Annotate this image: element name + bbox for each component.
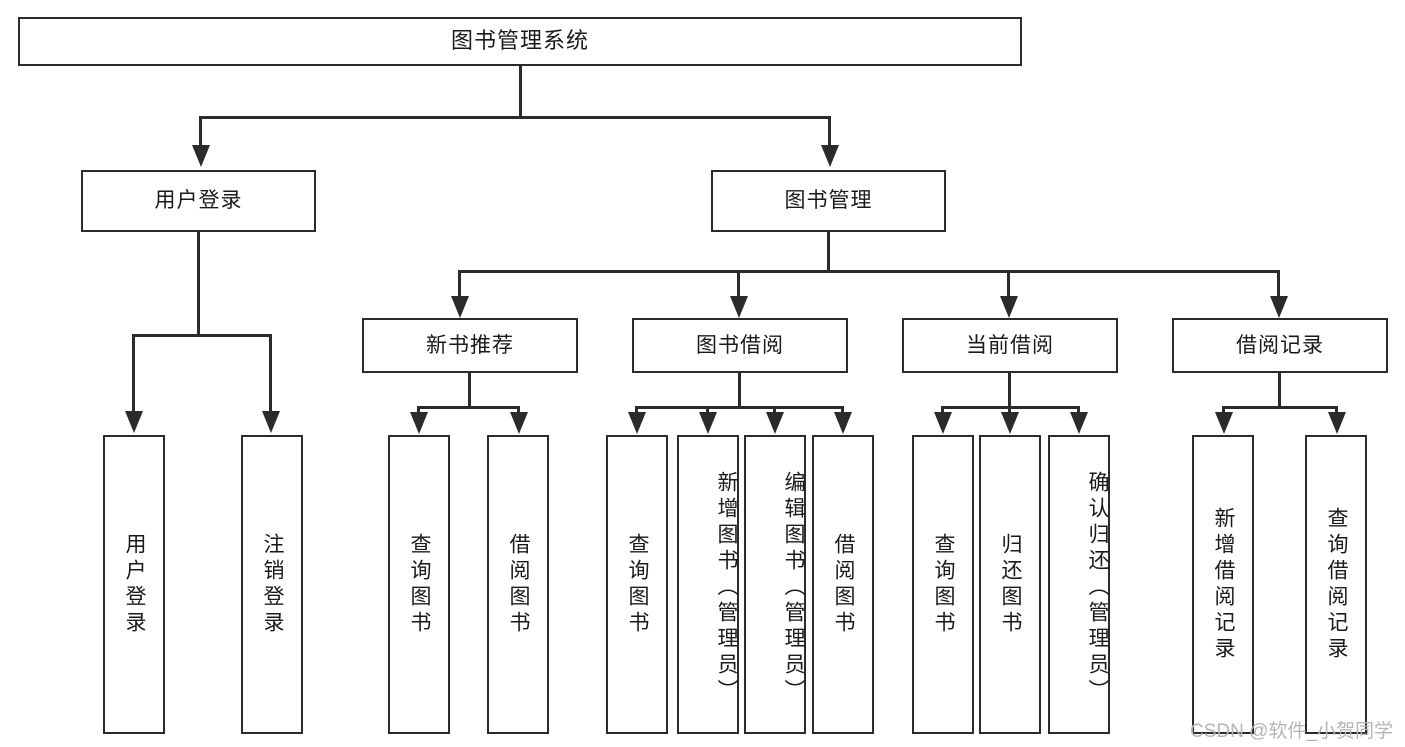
- edge-bm-to-current-borrow: [1007, 270, 1010, 297]
- edge-book-borrow-to-leaf-2: [706, 406, 709, 414]
- arrow-book-borrow-to-leaf-1: [628, 412, 646, 434]
- arrow-current-borrow-to-leaf-3: [1070, 412, 1088, 434]
- leaf-logout[interactable]: 注销登录: [241, 435, 303, 734]
- arrow-current-borrow-to-leaf-2: [1001, 412, 1019, 434]
- leaf-return-book[interactable]: 归还图书: [979, 435, 1041, 734]
- edge-current-borrow-to-leaf-3: [1077, 406, 1080, 414]
- arrow-user-login-to-leaf-2: [262, 411, 280, 433]
- arrow-bm-to-borrow: [730, 296, 748, 318]
- arrow-book-borrow-to-leaf-2: [699, 412, 717, 434]
- edge-user-login-bar: [132, 334, 272, 337]
- arrow-book-borrow-to-leaf-3: [766, 412, 784, 434]
- edge-user-login-to-leaf-1: [132, 334, 135, 412]
- edge-user-login-stem: [197, 232, 200, 336]
- arrow-new-book-to-leaf-1: [410, 412, 428, 434]
- arrow-borrow-record-to-leaf-2: [1328, 412, 1346, 434]
- arrow-current-borrow-to-leaf-1: [934, 412, 952, 434]
- edge-new-book-to-leaf-1: [417, 406, 420, 414]
- edge-book-borrow-to-leaf-3: [773, 406, 776, 414]
- arrow-bm-to-borrow-record: [1270, 296, 1288, 318]
- edge-root-to-book-management: [828, 116, 831, 146]
- edge-root-to-user-login: [199, 116, 202, 146]
- node-current-borrow[interactable]: 当前借阅: [902, 318, 1118, 373]
- edge-borrow-record-to-leaf-2: [1335, 406, 1338, 414]
- leaf-add-book-admin[interactable]: 新增图书（管理员）: [677, 435, 739, 734]
- edge-book-borrow-to-leaf-4: [841, 406, 844, 414]
- edge-new-book-bar: [417, 406, 520, 409]
- edge-new-book-stem: [468, 373, 471, 408]
- arrow-root-to-book-management: [821, 145, 839, 167]
- arrow-user-login-to-leaf-1: [125, 411, 143, 433]
- arrow-bm-to-current-borrow: [1000, 296, 1018, 318]
- leaf-borrow-book[interactable]: 借阅图书: [812, 435, 874, 734]
- node-book-borrow[interactable]: 图书借阅: [632, 318, 848, 373]
- edge-bm-to-borrow: [737, 270, 740, 297]
- leaf-query-book-borrow[interactable]: 查询图书: [606, 435, 668, 734]
- edge-current-borrow-to-leaf-2: [1008, 406, 1011, 414]
- edge-borrow-record-to-leaf-1: [1222, 406, 1225, 414]
- leaf-query-book-newbook[interactable]: 查询图书: [388, 435, 450, 734]
- arrow-new-book-to-leaf-2: [510, 412, 528, 434]
- edge-borrow-record-stem: [1278, 373, 1281, 408]
- leaf-confirm-return-admin[interactable]: 确认归还（管理员）: [1048, 435, 1110, 734]
- edge-bm-to-new-book: [458, 270, 461, 297]
- leaf-edit-book-admin[interactable]: 编辑图书（管理员）: [744, 435, 806, 734]
- edge-root-bar: [199, 116, 831, 119]
- edge-book-borrow-to-leaf-1: [635, 406, 638, 414]
- edge-current-borrow-to-leaf-1: [941, 406, 944, 414]
- arrow-root-to-user-login: [192, 145, 210, 167]
- node-borrow-record[interactable]: 借阅记录: [1172, 318, 1388, 373]
- edge-book-management-bar: [458, 270, 1280, 273]
- arrow-bm-to-new-book: [451, 296, 469, 318]
- node-user-login[interactable]: 用户登录: [81, 170, 316, 232]
- leaf-add-borrow-record[interactable]: 新增借阅记录: [1192, 435, 1254, 734]
- edge-book-borrow-bar: [635, 406, 843, 409]
- node-new-book-recommend[interactable]: 新书推荐: [362, 318, 578, 373]
- edge-user-login-to-leaf-2: [269, 334, 272, 412]
- edge-new-book-to-leaf-2: [517, 406, 520, 414]
- edge-root-stem: [519, 66, 522, 118]
- node-book-management[interactable]: 图书管理: [711, 170, 946, 232]
- node-root-book-management-system[interactable]: 图书管理系统: [18, 17, 1022, 66]
- edge-borrow-record-bar: [1222, 406, 1338, 409]
- leaf-borrow-book-newbook[interactable]: 借阅图书: [487, 435, 549, 734]
- leaf-query-book-current[interactable]: 查询图书: [912, 435, 974, 734]
- edge-book-management-stem: [827, 232, 830, 272]
- edge-book-borrow-stem: [738, 373, 741, 408]
- arrow-book-borrow-to-leaf-4: [834, 412, 852, 434]
- arrow-borrow-record-to-leaf-1: [1215, 412, 1233, 434]
- edge-bm-to-borrow-record: [1277, 270, 1280, 297]
- leaf-query-borrow-record[interactable]: 查询借阅记录: [1305, 435, 1367, 734]
- edge-current-borrow-stem: [1008, 373, 1011, 408]
- leaf-user-login[interactable]: 用户登录: [103, 435, 165, 734]
